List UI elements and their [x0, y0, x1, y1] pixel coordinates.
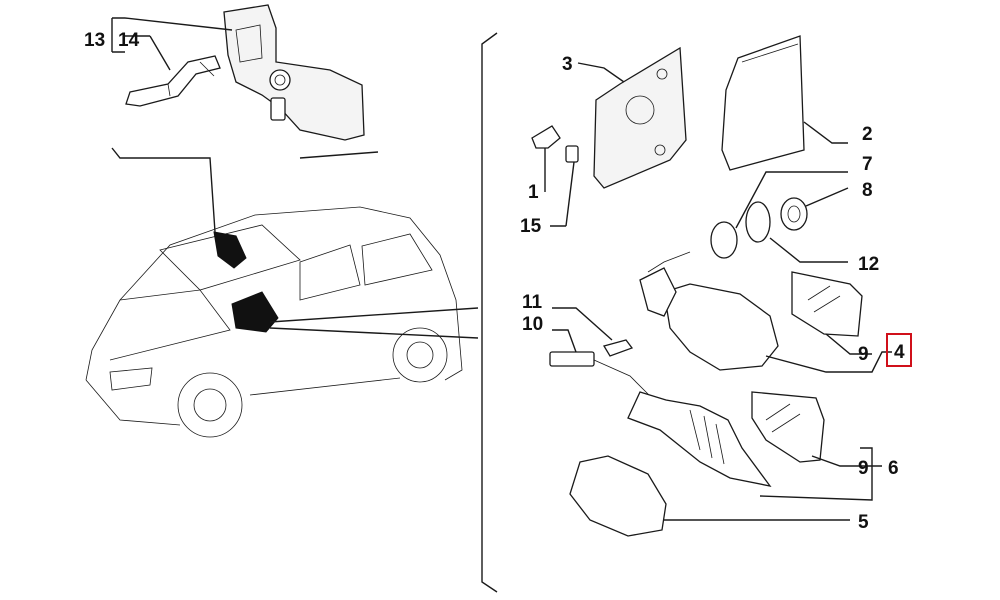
leader-4 [765, 351, 892, 373]
connector-cable [593, 359, 651, 397]
callout-2[interactable]: 2 [862, 124, 873, 145]
base-plate-screw [656, 68, 668, 80]
mirror-back-panel-inner [741, 43, 799, 63]
leader-7 [735, 171, 848, 229]
callout-5[interactable]: 5 [858, 512, 869, 533]
callout-14[interactable]: 14 [118, 30, 140, 51]
mirror-glass-lower [751, 391, 825, 463]
callout-9-upper[interactable]: 9 [858, 344, 869, 365]
leader-3 [577, 62, 625, 83]
motor-ring-8-inner [787, 205, 801, 223]
mirror-assembly-4-base [639, 267, 677, 317]
car-front-wheel-hub [193, 388, 227, 422]
leader-2 [803, 121, 848, 144]
interior-mirror-housing [223, 4, 365, 141]
interior-mirror-group [111, 4, 365, 141]
callout-3[interactable]: 3 [562, 54, 573, 75]
callout-8[interactable]: 8 [862, 180, 873, 201]
motor-ring-12 [745, 201, 771, 243]
callout-6[interactable]: 6 [888, 458, 899, 479]
mirror-assembly-4 [663, 283, 779, 371]
clip-part-1 [531, 125, 561, 149]
callout-1[interactable]: 1 [528, 182, 539, 203]
leader-6 [759, 466, 873, 501]
car-rear-wheel [392, 327, 448, 383]
mirror-assembly-4-cable [647, 251, 691, 273]
car-side-windows [299, 233, 433, 301]
mirror-cover-5 [569, 455, 667, 537]
connector-10 [549, 351, 595, 367]
leader-13-14 [111, 17, 233, 71]
callout-labels: 13 14 3 2 7 8 1 15 12 11 10 9 4 9 6 5 [84, 30, 912, 533]
leader-interior-mirror [111, 147, 379, 233]
leader-exterior-mirror [269, 307, 479, 339]
leader-9a [825, 333, 872, 355]
car-front-wheel [177, 372, 243, 438]
car-exterior-mirror-mark [231, 291, 279, 333]
interior-mirror-mount [269, 69, 291, 91]
screw-part-15 [565, 145, 579, 163]
leader-1-15 [544, 148, 575, 227]
mirror-back-panel [721, 35, 805, 171]
car-interior-mirror-mark [213, 231, 247, 269]
callout-4-highlight-box [886, 333, 912, 367]
leader-8 [805, 187, 849, 207]
car-overview [85, 147, 479, 438]
terminal-11 [603, 339, 634, 357]
callout-4[interactable]: 4 [894, 342, 905, 363]
mirror-motor-housing-6 [627, 391, 772, 487]
motor-housing-ribs [689, 409, 725, 465]
car-windshield [159, 224, 301, 291]
mirror-glass-upper-glare [807, 285, 841, 313]
callout-12[interactable]: 12 [858, 254, 879, 275]
callout-9-lower[interactable]: 9 [858, 458, 869, 479]
section-divider [481, 32, 498, 593]
car-headlight [109, 367, 153, 391]
interior-mirror-detail [235, 24, 263, 63]
callout-10[interactable]: 10 [522, 314, 543, 335]
callout-7[interactable]: 7 [862, 154, 873, 175]
interior-mirror-bracket-tab [167, 61, 215, 97]
base-plate-screw-2 [654, 144, 666, 156]
motor-ring-8 [780, 197, 808, 231]
mirror-glass-lower-glare [765, 403, 801, 433]
callout-11[interactable]: 11 [522, 292, 543, 313]
base-plate-hole [625, 95, 655, 125]
callout-13[interactable]: 13 [84, 30, 105, 51]
interior-mirror-bracket [125, 55, 221, 107]
interior-mirror-clip [270, 97, 286, 121]
callout-15[interactable]: 15 [520, 216, 542, 237]
car-rear-wheel-hub [406, 341, 434, 369]
motor-ring-7 [710, 221, 738, 259]
leader-12 [769, 237, 848, 263]
leader-10-11 [552, 307, 613, 353]
car-body-outline [85, 206, 463, 426]
leader-9b [811, 447, 882, 467]
car-hood [109, 289, 231, 361]
mirror-base-plate [593, 46, 687, 189]
exterior-mirror-parts [531, 35, 892, 537]
interior-mirror-mount-inner [274, 74, 286, 86]
